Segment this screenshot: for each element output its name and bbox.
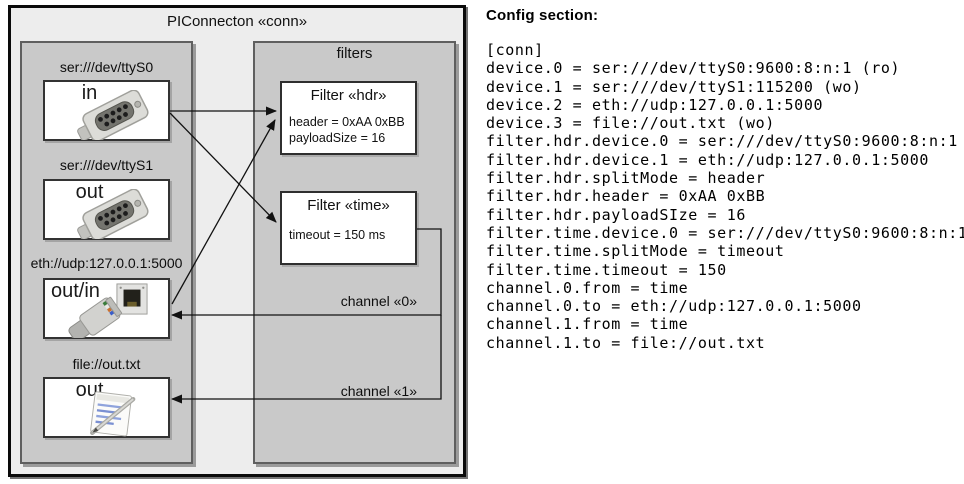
config-line: filter.hdr.payloadSIze = 16 <box>486 205 747 224</box>
serial-connector-icon <box>73 89 157 142</box>
channel-0-label: channel «0» <box>340 293 417 309</box>
device-uri-ttyS1: ser:///dev/ttyS1 <box>59 157 154 173</box>
filter-hdr-title: Filter «hdr» <box>310 87 387 104</box>
config-line: filter.hdr.header = 0xAA 0xBB <box>486 187 766 206</box>
config-section: Config section: [conn]device.0 = ser:///… <box>486 7 964 352</box>
config-line: filter.time.splitMode = timeout <box>486 242 785 261</box>
device-uri-ttyS0: ser:///dev/ttyS0 <box>59 59 154 75</box>
device-direction: out/in <box>51 280 100 302</box>
config-line: [conn] <box>486 41 544 59</box>
device-box-udp: out/in <box>43 278 170 354</box>
serial-connector-icon <box>73 188 157 241</box>
channel-1-label: channel «1» <box>340 383 417 399</box>
filter-hdr-box: Filter «hdr» header = 0xAA 0xBB payloadS… <box>280 81 417 155</box>
filter-time-title: Filter «time» <box>307 197 390 214</box>
config-line: device.2 = eth://udp:127.0.0.1:5000 <box>486 95 824 114</box>
device-uri-file: file://out.txt <box>72 356 141 372</box>
notepad-icon <box>83 389 141 439</box>
config-line: channel.0.from = time <box>486 278 689 297</box>
config-line: device.3 = file://out.txt (wo) <box>486 114 775 133</box>
connector-diagram: PIConnecton «conn» ser:///dev/ttyS0 in <box>8 5 466 477</box>
device-box-ttyS1: out <box>43 179 170 241</box>
diagram-title: PIConnecton «conn» <box>166 13 308 30</box>
filter-prop-timeout: timeout = 150 ms <box>289 228 386 242</box>
devices-group: ser:///dev/ttyS0 in ser:///dev/ttyS1 <box>20 41 193 464</box>
config-line: filter.hdr.device.1 = eth://udp:127.0.0.… <box>486 150 930 169</box>
ethernet-jack-icon <box>116 283 148 315</box>
device-box-file: out <box>43 377 170 438</box>
config-line: channel.1.from = time <box>486 315 689 334</box>
filters-group-title: filters <box>336 45 373 62</box>
device-uri-udp: eth://udp:127.0.0.1:5000 <box>30 255 183 271</box>
filters-group: filters Filter «hdr» header = 0xAA 0xBB … <box>253 41 456 464</box>
config-line: filter.time.timeout = 150 <box>486 260 727 279</box>
config-line: filter.hdr.splitMode = header <box>486 169 766 188</box>
filter-prop-header: header = 0xAA 0xBB <box>289 115 405 129</box>
filter-prop-payloadsize: payloadSize = 16 <box>289 131 386 145</box>
config-line: device.0 = ser:///dev/ttyS0:9600:8:n:1 (… <box>486 59 901 78</box>
ethernet-plug-icon <box>59 296 129 354</box>
config-heading: Config section: <box>486 7 599 24</box>
config-line: channel.1.to = file://out.txt <box>486 333 766 352</box>
config-line: filter.time.device.0 = ser:///dev/ttyS0:… <box>486 223 964 242</box>
device-box-ttyS0: in <box>43 80 170 142</box>
device-direction: out <box>75 181 104 203</box>
config-line: device.1 = ser:///dev/ttyS1:115200 (wo) <box>486 77 862 96</box>
config-line: channel.0.to = eth://udp:127.0.0.1:5000 <box>486 297 862 316</box>
config-line: filter.hdr.device.0 = ser:///dev/ttyS0:9… <box>486 132 958 151</box>
config-lines: [conn]device.0 = ser:///dev/ttyS0:9600:8… <box>486 41 964 352</box>
device-direction: in <box>81 82 98 104</box>
filter-time-box: Filter «time» timeout = 150 ms <box>280 191 417 265</box>
